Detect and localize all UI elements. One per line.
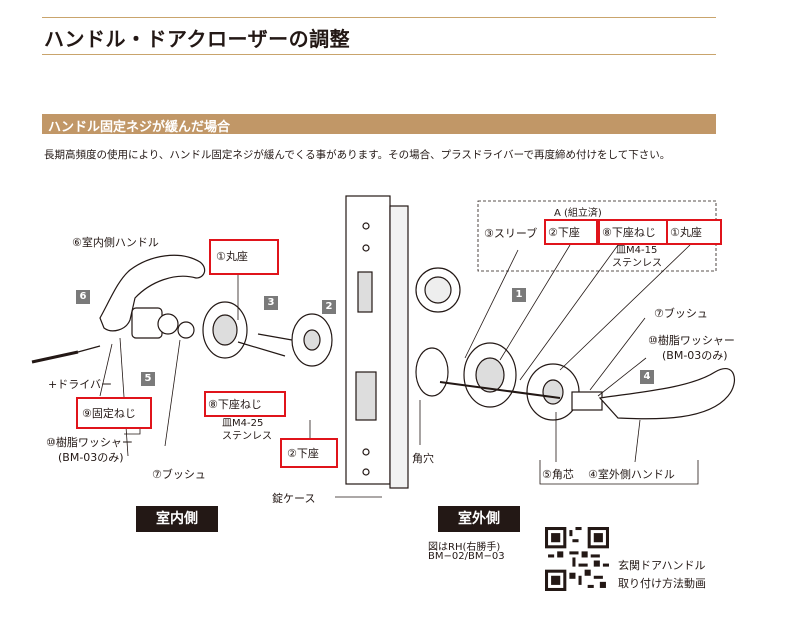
highlight-lower-screw: [204, 391, 286, 417]
highlight-round-base-a: [666, 219, 722, 245]
note-models: BM−02/BM−03: [428, 551, 505, 562]
label-fixing-screw: ⑨固定ねじ: [82, 407, 136, 420]
label-resin-washer-right-note: (BM-03のみ): [662, 349, 728, 362]
label-indoor-handle: ⑥室内側ハンドル: [72, 236, 159, 249]
label-spindle: ⑤角芯: [542, 468, 574, 481]
section-description: 長期高頻度の使用により、ハンドル固定ネジが緩んでくる事があります。その場合、プラ…: [44, 149, 671, 161]
header-bottom-rule: [42, 54, 716, 55]
section-header-bar: [42, 114, 716, 134]
label-bush-right: ⑦ブッシュ: [654, 307, 708, 320]
label-lower-base-a: ②下座: [548, 226, 580, 239]
qr-code-icon[interactable]: [545, 527, 609, 591]
section-title: ハンドル固定ネジが緩んだ場合: [48, 120, 231, 135]
label-resin-washer: ⑩樹脂ワッシャー: [46, 436, 133, 449]
label-square-hole: 角穴: [412, 452, 434, 465]
label-resin-washer-note: (BM-03のみ): [58, 451, 124, 464]
step-3-marker: 3: [264, 296, 278, 310]
label-outdoor-handle: ④室外側ハンドル: [588, 468, 675, 481]
qr-caption-line2: 取り付け方法動画: [618, 577, 706, 590]
step-5-marker: 5: [141, 372, 155, 386]
header-top-rule: [42, 17, 716, 18]
step-6-marker: 6: [76, 290, 90, 304]
label-lower-screw: ⑧下座ねじ: [208, 398, 262, 411]
label-driver: +ドライバー: [48, 378, 112, 391]
highlight-lower-screw-a: [598, 219, 668, 245]
badge-indoor-side: 室内側: [136, 506, 218, 532]
highlight-round-base: [209, 239, 279, 275]
badge-outdoor-side: 室外側: [438, 506, 520, 532]
step-4-marker: 4: [640, 370, 654, 384]
label-assembled: A (組立済): [554, 208, 602, 219]
note-rh: 図はRH(右勝手): [428, 542, 501, 553]
page-title: ハンドル・ドアクローザーの調整: [44, 27, 351, 51]
label-lower-base: ②下座: [287, 447, 319, 460]
label-lock-case: 錠ケース: [272, 492, 316, 505]
label-lower-screw-spec2: ステンレス: [222, 431, 272, 442]
step-2-marker: 2: [322, 300, 336, 314]
label-sleeve: ③スリーブ: [484, 227, 538, 240]
label-lower-screw-spec1: 皿M4-25: [222, 418, 264, 429]
highlight-lower-base-a: [544, 219, 598, 245]
qr-caption-line1: 玄関ドアハンドル: [618, 559, 706, 572]
label-round-base-a: ①丸座: [670, 226, 702, 239]
label-lower-screw-a-spec1: 皿M4-15: [616, 245, 658, 256]
highlight-fixing-screw: [76, 397, 152, 429]
label-resin-washer-right: ⑩樹脂ワッシャー: [648, 334, 735, 347]
label-bush: ⑦ブッシュ: [152, 468, 206, 481]
highlight-lower-base: [280, 438, 338, 468]
label-lower-screw-a: ⑧下座ねじ: [602, 226, 656, 239]
label-lower-screw-a-spec2: ステンレス: [612, 258, 662, 269]
step-1-marker: 1: [512, 288, 526, 302]
label-round-base: ①丸座: [216, 250, 248, 263]
